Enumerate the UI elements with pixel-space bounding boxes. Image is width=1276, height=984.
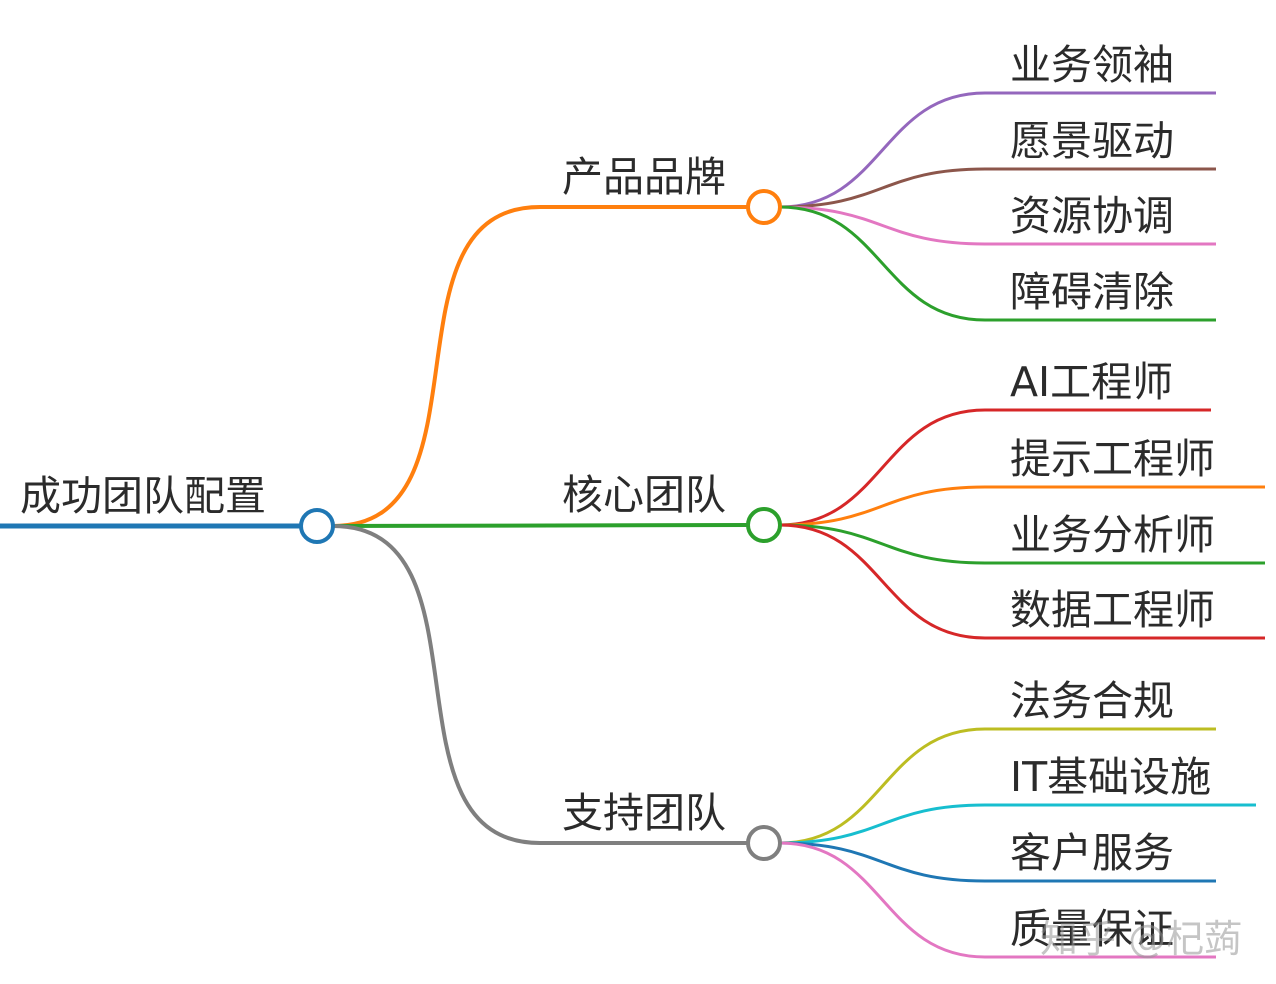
leaf-edge-1-2 — [779, 167, 1216, 209]
leaf-edge-3-1 — [779, 727, 1216, 845]
leaf-label-2-2: 提示工程师 — [1010, 435, 1215, 483]
leaf-label-3-1: 法务合规 — [1010, 677, 1174, 725]
leaf-label-1-3: 资源协调 — [1010, 192, 1174, 240]
leaf-edge-1-1 — [779, 91, 1216, 209]
leaf-edge-3-4 — [779, 841, 1216, 959]
branch-node-2[interactable] — [746, 507, 782, 543]
branch-label-1: 产品品牌 — [562, 153, 726, 201]
leaf-edge-3-3 — [779, 841, 1216, 883]
leaf-edge-1-4 — [779, 205, 1216, 322]
branch-node-1[interactable] — [746, 189, 782, 225]
leaf-edge-3-2 — [779, 803, 1256, 845]
leaf-edge-1-3 — [779, 205, 1216, 246]
branch-edge-2 — [332, 523, 749, 528]
leaf-edge-2-1 — [779, 408, 1211, 527]
leaf-label-2-1: AI工程师 — [1010, 358, 1173, 406]
leaf-edge-2-3 — [779, 523, 1265, 565]
root-node[interactable] — [299, 508, 335, 544]
leaf-label-1-4: 障碍清除 — [1010, 268, 1174, 316]
leaf-label-1-1: 业务领袖 — [1010, 41, 1174, 89]
leaf-label-1-2: 愿景驱动 — [1010, 117, 1174, 165]
branch-node-3[interactable] — [746, 825, 782, 861]
branch-edge-3 — [332, 524, 748, 845]
edges — [0, 91, 1265, 959]
leaf-label-2-3: 业务分析师 — [1010, 511, 1215, 559]
watermark: 知乎 @杞蒟 — [1040, 917, 1243, 961]
nodes — [299, 189, 782, 861]
leaf-label-3-2: IT基础设施 — [1010, 753, 1211, 801]
branch-label-2: 核心团队 — [562, 471, 726, 519]
root-label: 成功团队配置 — [20, 472, 266, 520]
leaf-edge-2-4 — [779, 523, 1265, 640]
leaf-label-2-4: 数据工程师 — [1010, 586, 1215, 634]
branch-edge-1 — [332, 205, 748, 528]
leaf-label-3-3: 客户服务 — [1010, 829, 1174, 877]
leaf-edge-2-2 — [779, 485, 1265, 527]
branch-label-3: 支持团队 — [562, 789, 726, 837]
leaf-label-3-4: 质量保证 — [1010, 905, 1174, 953]
